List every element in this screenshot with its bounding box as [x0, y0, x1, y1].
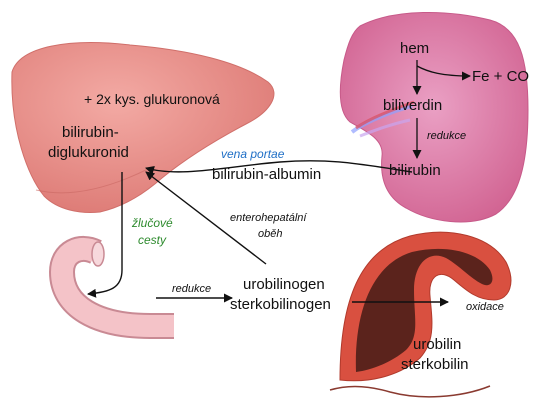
- label-urobilin: urobilin: [413, 336, 462, 353]
- label-enterohepatalni-line1: enterohepatální: [230, 212, 307, 224]
- label-bilirubin: bilirubin: [389, 162, 441, 179]
- arrow-bile-ducts: [87, 172, 123, 298]
- spleen-arrows: [412, 60, 471, 159]
- label-sterkobilinogen: sterkobilinogen: [230, 296, 331, 313]
- label-hem: hem: [400, 40, 430, 57]
- intestine-illustration: [329, 231, 512, 398]
- label-sterkobilin: sterkobilin: [401, 356, 469, 373]
- label-redukce-spleen: redukce: [427, 130, 467, 142]
- label-zlucove-cesty-line2: cesty: [138, 233, 167, 247]
- label-urobilinogen: urobilinogen: [243, 276, 325, 293]
- label-fe-co: Fe + CO: [472, 68, 530, 85]
- label-oxidace: oxidace: [466, 301, 504, 313]
- arrow-bilirubin-albumin-to-liver: [145, 160, 413, 175]
- spleen-illustration: [339, 12, 529, 223]
- label-vena-portae: vena portae: [221, 147, 285, 161]
- label-kys-glukuronova: + 2x kys. glukuronová: [84, 91, 220, 107]
- duodenum-illustration: [48, 236, 174, 339]
- label-zlucove-cesty-line1: žlučové: [132, 216, 173, 230]
- label-redukce-intestine: redukce: [172, 283, 212, 295]
- liver-illustration: [11, 42, 275, 213]
- label-enterohepatalni-line2: oběh: [258, 228, 283, 240]
- label-bilirubin-diglukuronid-line1: bilirubin-: [62, 124, 119, 141]
- label-biliverdin: biliverdin: [383, 97, 443, 114]
- label-bilirubin-diglukuronid-line2: diglukuronid: [48, 144, 129, 161]
- label-bilirubin-albumin: bilirubin-albumin: [212, 166, 322, 183]
- arrow-enterohepatic: [145, 171, 267, 265]
